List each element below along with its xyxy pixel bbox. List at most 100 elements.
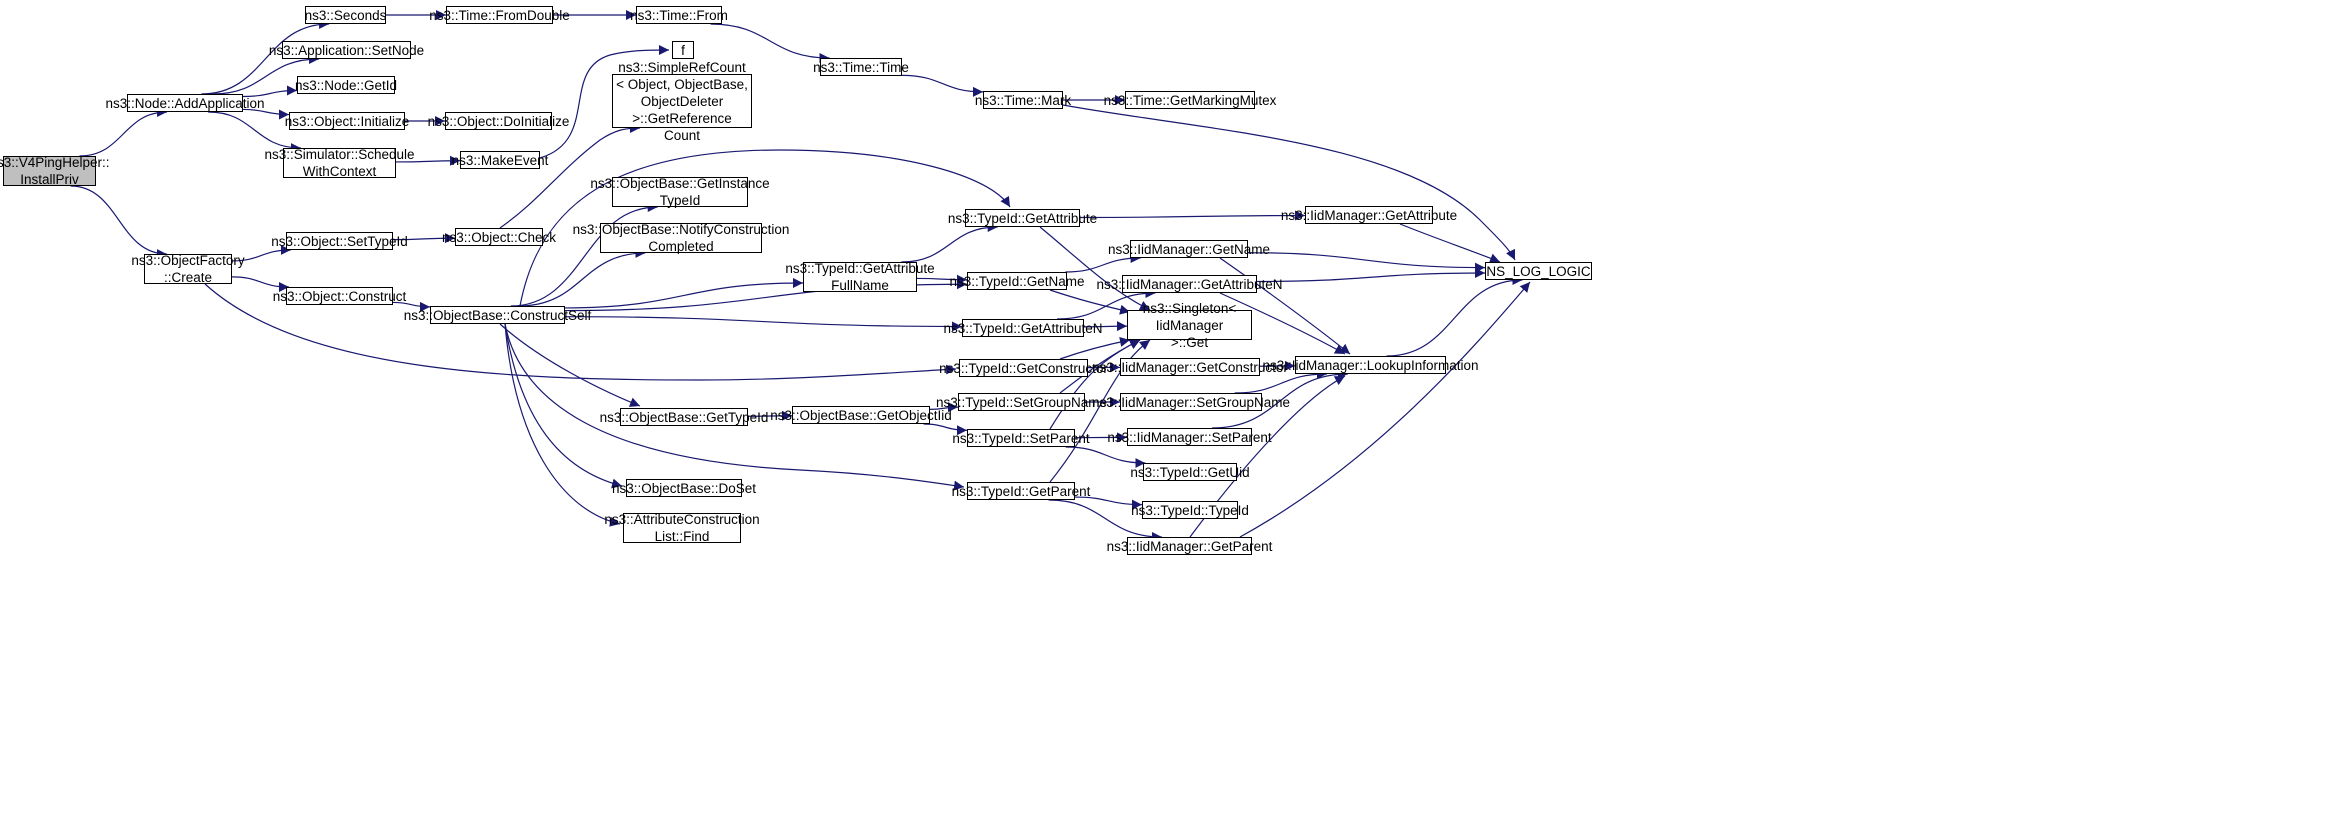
edge-iid_getattrn-to-nslog: [1256, 267, 1486, 283]
node-iid_setgroup[interactable]: ns3::IidManager::SetGroupName: [1091, 393, 1291, 411]
node-check[interactable]: ns3::Object::Check: [441, 228, 557, 246]
edge-makeevent-to-f: [539, 45, 670, 159]
edge-check-to-refcount: [499, 123, 641, 229]
node-doset[interactable]: ns3::ObjectBase::DoSet: [611, 479, 757, 497]
edge-root-to-create: [70, 185, 167, 259]
edge-iid_getname-to-nslog: [1247, 252, 1486, 273]
node-find[interactable]: ns3::AttributeConstruction List::Find: [604, 512, 760, 544]
node-getobjectiid[interactable]: ns3::ObjectBase::GetObjectIid: [770, 406, 952, 424]
node-getparent[interactable]: ns3::TypeId::GetParent: [951, 482, 1091, 500]
edge-iid_getparent-to-nslog: [1239, 281, 1531, 538]
node-doinit[interactable]: ns3::Object::DoInitialize: [427, 112, 570, 130]
node-lookup[interactable]: ns3::IidManager::LookupInformation: [1262, 356, 1479, 374]
node-getname[interactable]: ns3::TypeId::GetName: [949, 272, 1085, 290]
edge-getattributen-to-singleton: [1083, 321, 1128, 332]
node-f[interactable]: f: [672, 41, 694, 59]
edge-getconstructor-to-singleton: [1059, 337, 1131, 360]
edge-constructself-to-getinstance: [510, 202, 658, 307]
node-nslog[interactable]: NS_LOG_LOGIC: [1485, 262, 1592, 280]
edge-create-to-settypeid: [231, 245, 291, 262]
node-fromdouble[interactable]: ns3::Time::FromDouble: [429, 6, 570, 24]
edge-constructself-to-gettypeid: [499, 323, 641, 407]
node-iid_getctor[interactable]: ns3::IidManager::GetConstructor: [1092, 358, 1288, 376]
edge-addapp-to-schedule: [208, 111, 301, 153]
node-seconds[interactable]: ns3::Seconds: [304, 6, 387, 24]
node-getconstructor[interactable]: ns3::TypeId::GetConstructor: [939, 359, 1108, 377]
node-schedule[interactable]: ns3::Simulator::Schedule WithContext: [264, 147, 415, 179]
node-typeid_getuid[interactable]: ns3::TypeId::GetUid: [1130, 463, 1250, 481]
edge-create-to-getconstructor: [204, 283, 957, 381]
node-getattributen[interactable]: ns3::TypeId::GetAttributeN: [943, 319, 1103, 337]
node-gettypeid[interactable]: ns3::ObjectBase::GetTypeId: [599, 408, 769, 426]
node-constructself[interactable]: ns3::ObjectBase::ConstructSelf: [403, 306, 592, 324]
node-mark[interactable]: ns3::Time::Mark: [974, 91, 1072, 109]
edge-getobjectiid-to-setgroupname: [929, 402, 959, 413]
node-refcount[interactable]: ns3::SimpleRefCount < Object, ObjectBase…: [612, 60, 752, 143]
node-iid_setparent[interactable]: ns3::IidManager::SetParent: [1107, 428, 1272, 446]
node-setnode[interactable]: ns3::Application::SetNode: [268, 41, 425, 59]
node-typeid_typeid[interactable]: ns3::TypeId::TypeId: [1131, 501, 1249, 519]
node-iid_getname[interactable]: ns3::IidManager::GetName: [1107, 240, 1271, 258]
edge-getobjectiid-to-setparent: [923, 423, 968, 436]
edge-addapp-to-seconds: [201, 19, 330, 95]
edge-iid_getattr-to-nslog: [1399, 223, 1501, 263]
edge-iid_setgroup-to-lookup: [1234, 369, 1327, 394]
node-markingmutex[interactable]: ns3::Time::GetMarkingMutex: [1103, 91, 1277, 109]
edge-timetime-to-mark: [901, 74, 984, 97]
edge-root-to-addapp: [79, 107, 168, 157]
edge-lookup-to-nslog: [1386, 275, 1523, 357]
node-singleton[interactable]: ns3::Singleton< IidManager >::Get: [1127, 301, 1252, 350]
node-settypeid[interactable]: ns3::Object::SetTypeId: [271, 232, 408, 250]
edge-mark-to-nslog: [1062, 104, 1516, 261]
edge-constructself-to-getattrfullname: [564, 277, 804, 309]
node-create[interactable]: ns3::ObjectFactory ::Create: [131, 253, 245, 285]
edge-getattribute-to-iid_getattr: [1079, 210, 1306, 221]
edge-getname-to-iid_getname: [1065, 253, 1141, 273]
node-iid_getattrn[interactable]: ns3::IidManager::GetAttributeN: [1096, 275, 1283, 293]
edge-schedule-to-makeevent: [395, 155, 461, 166]
edge-iid_setparent-to-lookup: [1212, 369, 1348, 429]
node-timetime[interactable]: ns3::Time::Time: [813, 58, 909, 76]
edge-settypeid-to-check: [392, 233, 456, 244]
edge-getattrfullname-to-getname: [916, 274, 968, 285]
node-initialize[interactable]: ns3::Object::Initialize: [284, 112, 410, 130]
edge-getparent-to-typeid_typeid: [1074, 496, 1143, 510]
edge-constructself-to-getattributen: [564, 316, 963, 332]
edge-getname-to-singleton: [1049, 289, 1131, 315]
edge-timefrom-to-timetime: [710, 23, 830, 63]
node-addapp[interactable]: ns3::Node::AddApplication: [105, 94, 265, 112]
node-setparent[interactable]: ns3::TypeId::SetParent: [952, 429, 1090, 447]
edge-constructself-to-getparent: [504, 323, 965, 491]
node-root[interactable]: ns3::V4PingHelper:: InstallPriv: [0, 155, 110, 187]
node-iid_getparent[interactable]: ns3::IidManager::GetParent: [1106, 537, 1273, 555]
edge-getattrfullname-to-getattribute: [901, 222, 998, 263]
node-getattribute[interactable]: ns3::TypeId::GetAttribute: [947, 209, 1098, 227]
edge-construct-to-constructself: [392, 301, 431, 312]
node-timefrom[interactable]: ns3::Time::From: [630, 6, 728, 24]
edge-iid_getattrn-to-lookup: [1219, 292, 1346, 355]
edge-getparent-to-iid_getparent: [1048, 499, 1162, 542]
node-makeevent[interactable]: ns3::MakeEvent: [451, 151, 549, 169]
node-iid_getattr[interactable]: ns3::IidManager::GetAttribute: [1280, 206, 1458, 224]
edge-create-to-construct: [231, 276, 290, 292]
edge-constructself-to-doset: [504, 323, 623, 489]
edge-constructself-to-getattribute: [519, 149, 1011, 307]
edge-setparent-to-typeid_getuid: [1065, 446, 1146, 468]
node-getid[interactable]: ns3::Node::GetId: [294, 76, 398, 94]
node-setgroupname[interactable]: ns3::TypeId::SetGroupName: [935, 393, 1108, 411]
edge-setparent-to-singleton: [1049, 339, 1141, 430]
edge-constructself-to-find: [504, 323, 621, 527]
node-getattrfullname[interactable]: ns3::TypeId::GetAttribute FullName: [785, 261, 935, 293]
edge-addapp-to-setnode: [212, 54, 320, 95]
edge-addapp-to-getid: [242, 85, 298, 98]
edge-getparent-to-singleton: [1049, 339, 1151, 483]
node-construct[interactable]: ns3::Object::Construct: [272, 287, 407, 305]
edge-getattribute-to-singleton: [1039, 226, 1151, 311]
node-getinstance[interactable]: ns3::ObjectBase::GetInstance TypeId: [590, 176, 770, 208]
edge-getattributen-to-iid_getattrn: [1057, 288, 1156, 320]
edge-constructself-to-notify: [518, 248, 646, 307]
edge-addapp-to-initialize: [242, 108, 290, 120]
node-notify[interactable]: ns3::ObjectBase::NotifyConstruction Comp…: [572, 222, 790, 254]
